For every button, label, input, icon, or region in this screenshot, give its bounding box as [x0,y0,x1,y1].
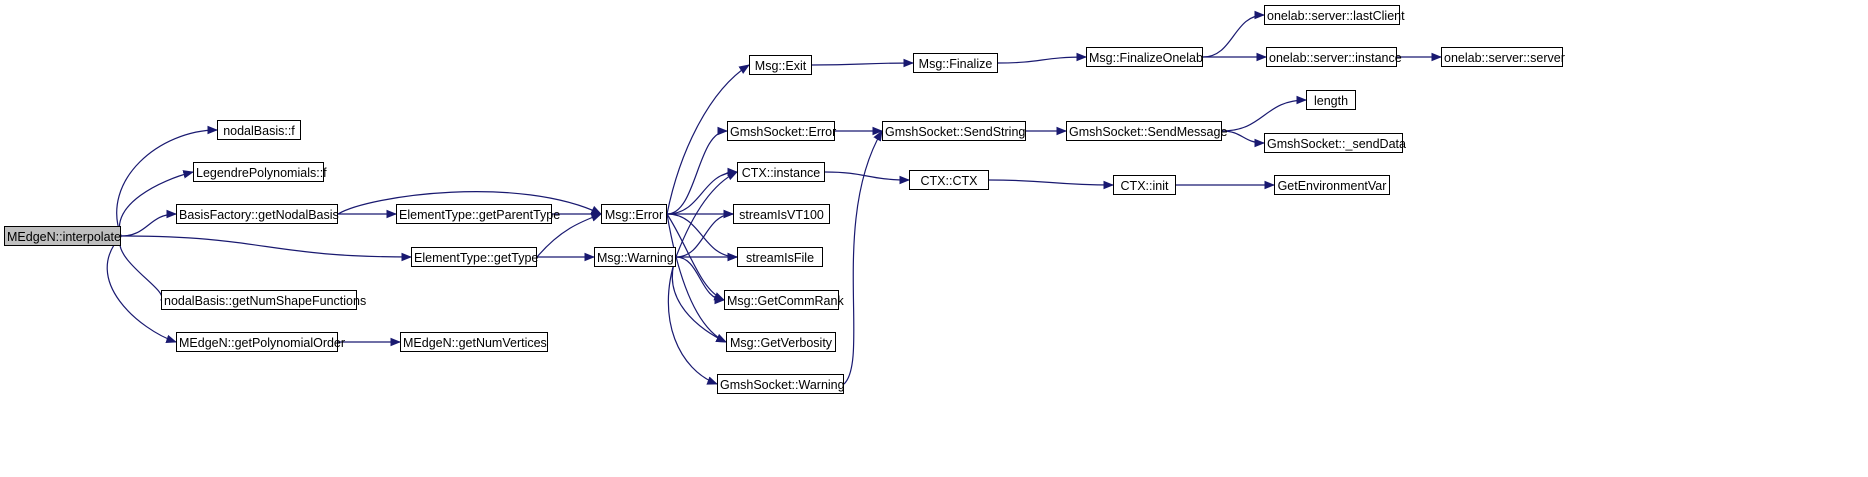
node-medgen-getpolynomialorder[interactable]: MEdgeN::getPolynomialOrder [176,332,345,352]
edge-msgError-to-msgExit [666,64,750,215]
node-elementtype-getparenttype[interactable]: ElementType::getParentType [396,204,560,224]
node-msg-error[interactable]: Msg::Error [601,204,667,224]
edge-getType-to-msgError [536,213,603,258]
edge-interpolate-to-nodalf [116,125,219,237]
node-onelab-server-instance[interactable]: onelab::server::instance [1266,47,1402,67]
node-gmshsocket-sendstring[interactable]: GmshSocket::SendString [882,121,1026,141]
edge-msgWarning-to-ctxInstance [675,171,738,258]
node-streamisfile[interactable]: streamIsFile [737,247,823,267]
node-basisfactory-getnodalbasis[interactable]: BasisFactory::getNodalBasis [176,204,339,224]
node-onelab-server-server[interactable]: onelab::server::server [1441,47,1565,67]
node-msg-exit[interactable]: Msg::Exit [749,55,812,75]
edge-getNodalBasis-to-msgError [337,191,602,215]
node-medgen-getnumvertices[interactable]: MEdgeN::getNumVertices [400,332,548,352]
node-ctx-init[interactable]: CTX::init [1113,175,1176,195]
edge-interpolate-to-legf [118,170,195,237]
edge-msgWarning-to-verbosity [671,256,727,343]
node-legendrepolynomials-f[interactable]: LegendrePolynomials::f [193,162,327,182]
node-gmshsocket-sendmessage[interactable]: GmshSocket::SendMessage [1066,121,1227,141]
node-length[interactable]: length [1306,90,1356,110]
edge-msgWarning-to-vt100 [675,209,735,258]
node-medgen-interpolate[interactable]: MEdgeN::interpolate [4,226,121,246]
node-msg-finalizeonelab[interactable]: Msg::FinalizeOnelab [1086,47,1203,67]
node-onelab-server-lastclient[interactable]: onelab::server::lastClient [1264,5,1405,25]
node-streamisvt100[interactable]: streamIsVT100 [733,204,830,224]
node-getenvironmentvar[interactable]: GetEnvironmentVar [1274,175,1390,195]
edge-interpolate-to-getNumShape [119,235,171,301]
edge-sendMessage-to-length [1221,95,1308,132]
edge-msgExit-to-msgFinalize [811,58,915,68]
node-elementtype-gettype[interactable]: ElementType::getType [411,247,538,267]
node-msg-finalize[interactable]: Msg::Finalize [913,53,998,73]
node-nodalbasis-getnumshapefunctions[interactable]: nodalBasis::getNumShapeFunctions [161,290,366,310]
edge-msgWarning-to-gsWarning [667,256,719,385]
node-msg-getverbosity[interactable]: Msg::GetVerbosity [726,332,836,352]
edge-msgFinalize-to-finalizeOnelab [997,52,1088,64]
node-gmshsocket-senddata[interactable]: GmshSocket::_sendData [1264,133,1406,153]
edge-ctxInstance-to-ctxCtx [824,171,911,185]
edge-msgError-to-gsError [666,126,729,215]
edge-gsWarning-to-sendString [843,130,883,385]
node-gmshsocket-warning[interactable]: GmshSocket::Warning [717,374,845,394]
edge-sendMessage-to-sendData [1221,130,1266,148]
node-nodalbasis-f[interactable]: nodalBasis::f [217,120,301,140]
edge-interpolate-to-getPolyOrder [106,235,178,344]
node-ctx-ctx[interactable]: CTX::CTX [909,170,989,190]
node-gmshsocket-error[interactable]: GmshSocket::Error [727,121,836,141]
edge-interpolate-to-getType [120,235,413,262]
node-msg-getcommrank[interactable]: Msg::GetCommRank [724,290,844,310]
node-msg-warning[interactable]: Msg::Warning [594,247,676,267]
edge-interpolate-to-getNodalBasis [120,209,178,237]
edge-ctxCtx-to-ctxInit [988,179,1115,190]
edge-msgWarning-to-commRank [675,256,726,305]
edge-msgError-to-isFile [666,213,739,262]
edge-finalizeOnelab-to-lastClient [1202,10,1266,58]
node-ctx-instance[interactable]: CTX::instance [737,162,825,182]
